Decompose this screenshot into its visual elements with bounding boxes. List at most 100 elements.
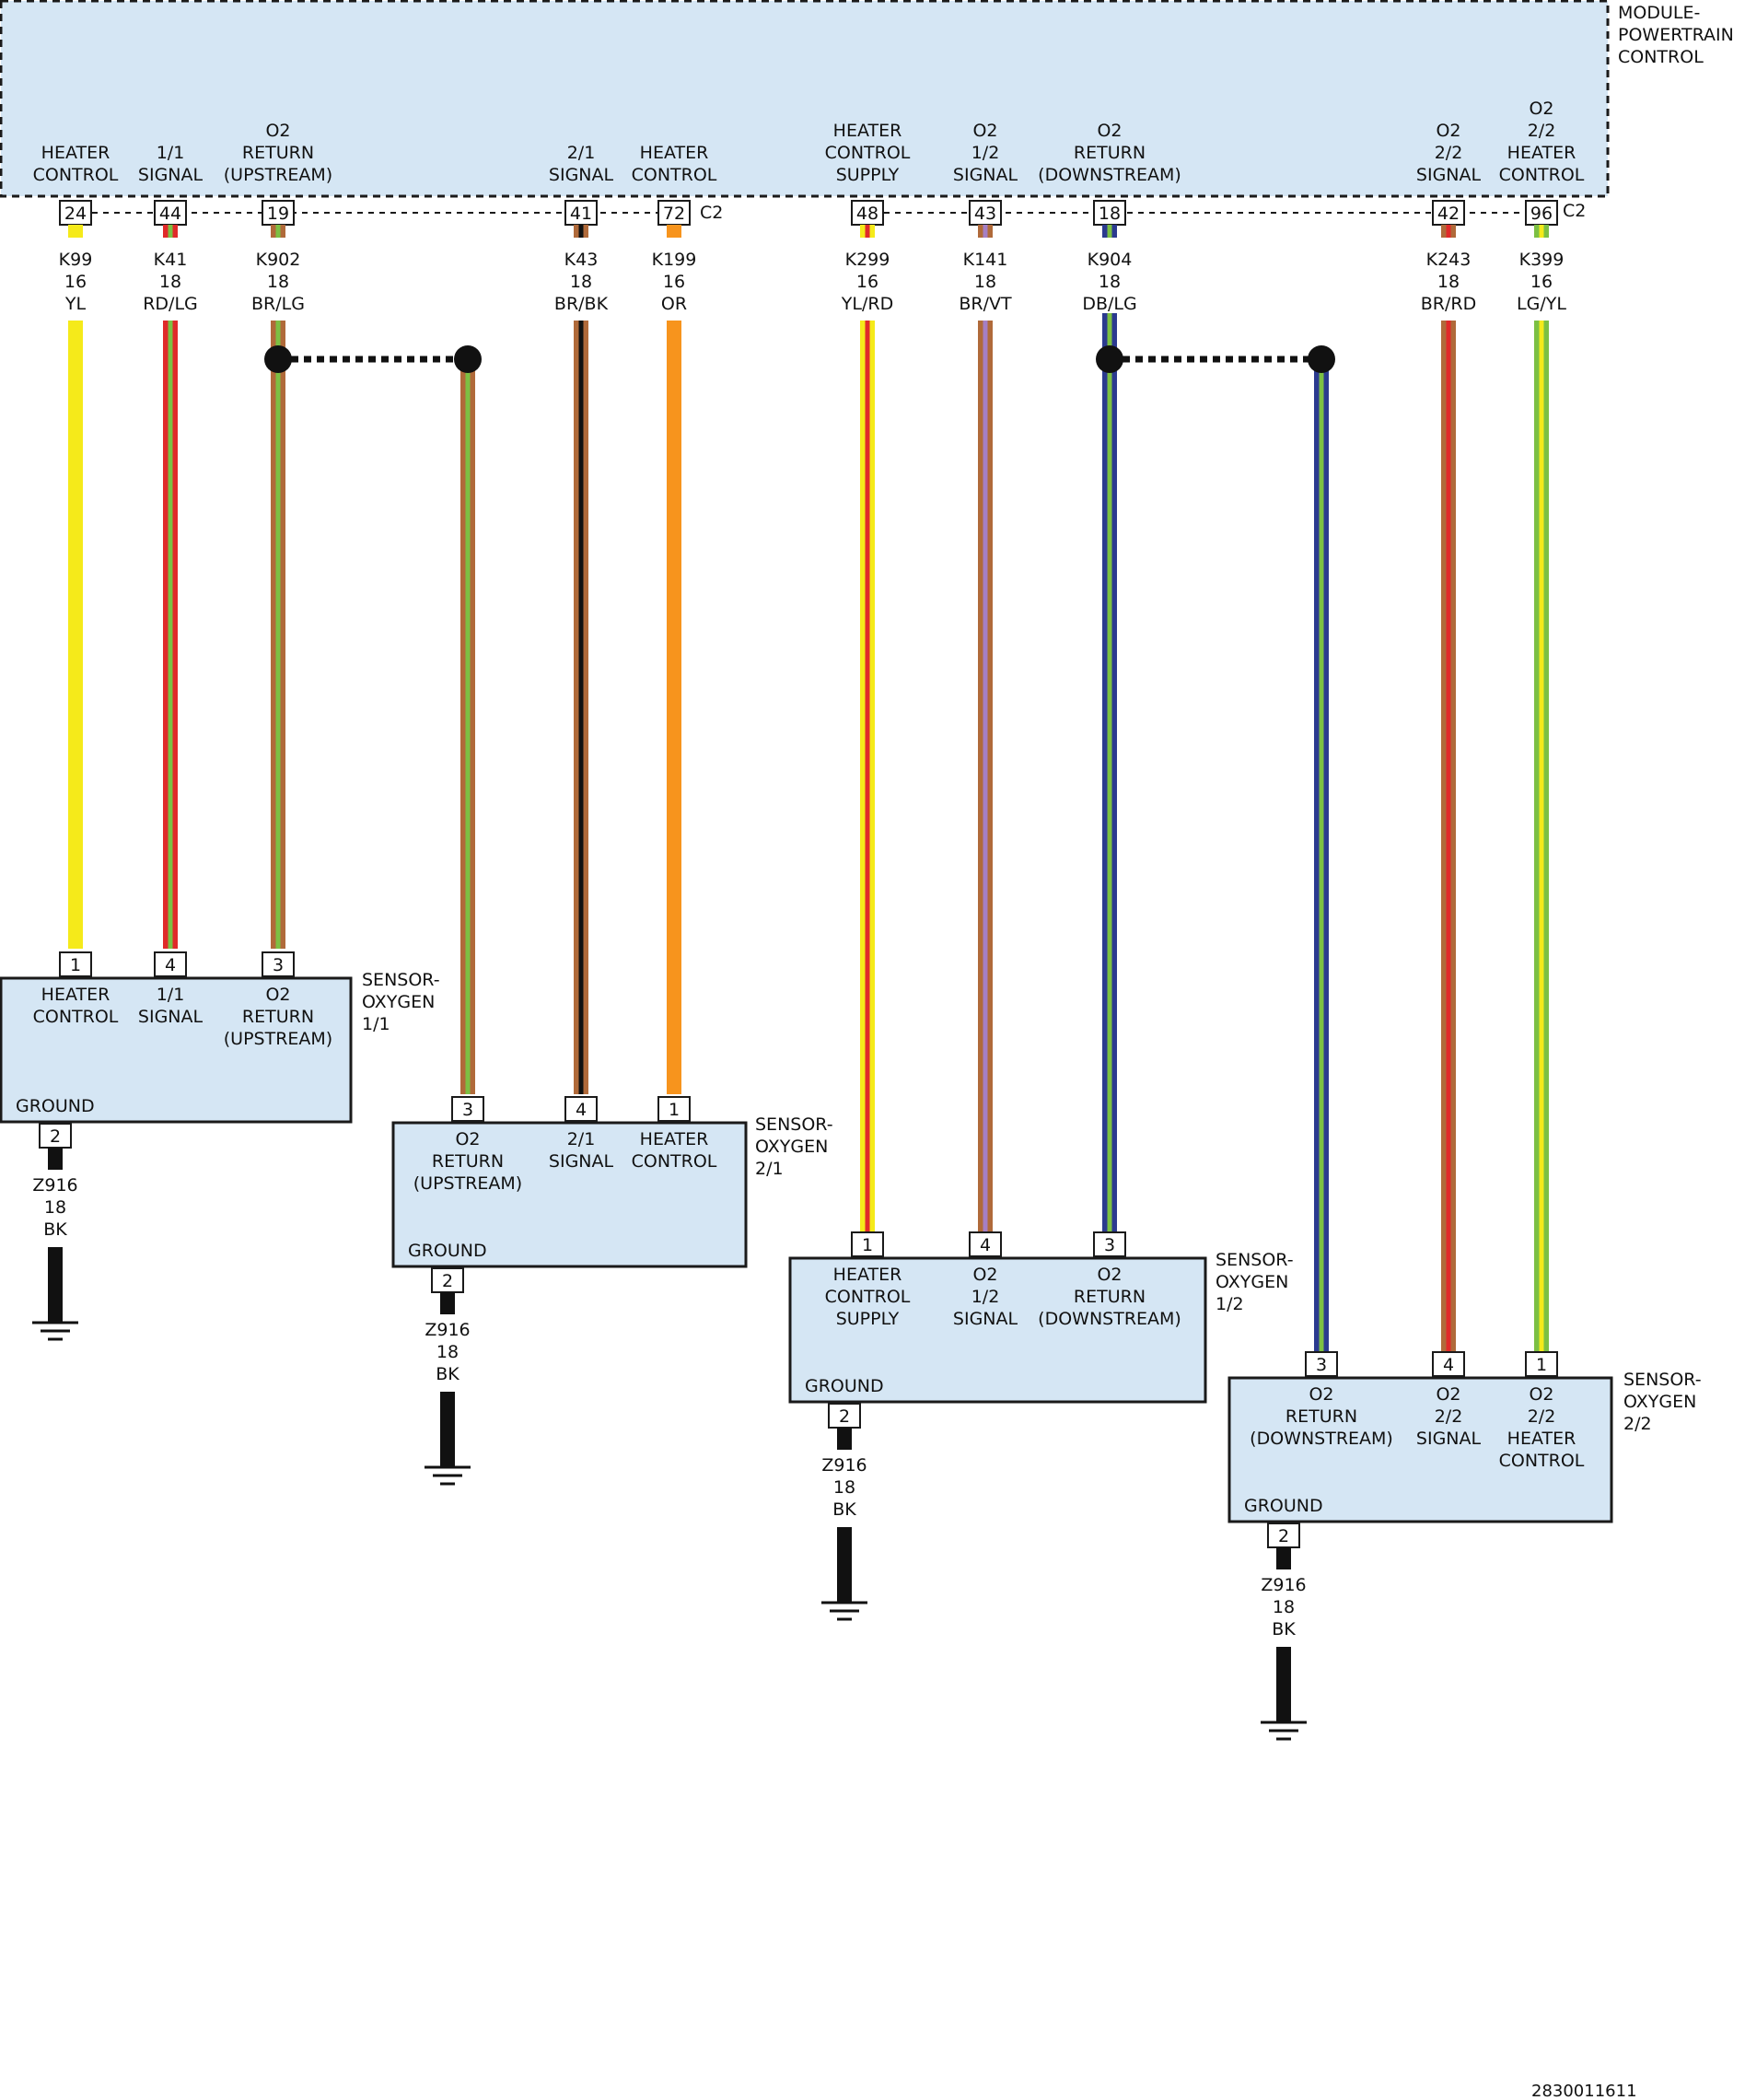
- pcm-pin-44-box: [154, 200, 187, 226]
- pcm-connector-label-2: C2: [1563, 201, 1586, 221]
- sensor-pin-4: 4: [980, 1235, 991, 1255]
- sensor-pin-4-box: [154, 951, 187, 977]
- sensor-ground-label: GROUND: [408, 1241, 487, 1261]
- sensor-pin-3-box: [451, 1096, 484, 1122]
- sensor-pin-4-box: [1432, 1351, 1465, 1377]
- sensor-ground-label: GROUND: [16, 1096, 95, 1116]
- sensor-pin-3: 3: [1316, 1355, 1327, 1375]
- sensor-pin-1: 1: [862, 1235, 873, 1255]
- sensor-box: [788, 1256, 1207, 1404]
- ground-pin-4-box: [1267, 1522, 1300, 1548]
- pcm-pin-42: 42: [1437, 204, 1460, 224]
- pcm-pin-42-box: [1432, 200, 1465, 226]
- sensor-pin-4-box: [969, 1231, 1002, 1257]
- pcm-pin-43-box: [969, 200, 1002, 226]
- sensor-pin-4-box: [564, 1096, 598, 1122]
- sensor-pin-1-box: [59, 951, 92, 977]
- splice-dot-a-0: [264, 345, 292, 373]
- wire-layer: [68, 225, 1549, 1359]
- ground-pin-3: 2: [839, 1406, 850, 1427]
- ground-symbol-icon: [1261, 1721, 1307, 1741]
- pcm-pin-48: 48: [856, 204, 878, 224]
- pcm-pin-72: 72: [663, 204, 685, 224]
- ground-pin-1: 2: [50, 1126, 61, 1147]
- sensor-box: [391, 1121, 748, 1268]
- pcm-pin-18-box: [1093, 200, 1126, 226]
- splice-dot-a-1: [1096, 345, 1123, 373]
- sensor-ground-label: GROUND: [1244, 1496, 1323, 1516]
- ground-pin-4: 2: [1278, 1526, 1289, 1546]
- ground-symbol-icon: [821, 1601, 867, 1621]
- pcm-pin-43: 43: [974, 204, 996, 224]
- sensor-pin-3: 3: [462, 1100, 473, 1120]
- pcm-pin-44: 44: [159, 204, 181, 224]
- ground-symbol-icon: [32, 1321, 78, 1341]
- sensor-pin-1-box: [1525, 1351, 1558, 1377]
- sensor-pin-4: 4: [1443, 1355, 1454, 1375]
- sensor-pin-3: 3: [1104, 1235, 1115, 1255]
- pcm-pin-19: 19: [267, 204, 289, 224]
- pcm-pin-96: 96: [1530, 204, 1553, 224]
- pcm-connector-label: C2: [700, 203, 723, 223]
- pcm-pin-18: 18: [1099, 204, 1121, 224]
- sensor-pin-3: 3: [273, 955, 284, 975]
- splice-layer: [264, 345, 1335, 373]
- pcm-pin-72-box: [657, 200, 691, 226]
- figure-id: 2830011611: [1531, 2082, 1637, 2100]
- pcm-pin-41: 41: [570, 204, 592, 224]
- pcm-box: [0, 0, 1610, 198]
- sensor-box: [1227, 1376, 1613, 1523]
- pcm-pin-19-box: [262, 200, 295, 226]
- sensor-pin-3-box: [1093, 1231, 1126, 1257]
- sensor-box: [0, 976, 353, 1124]
- pcm-pin-48-box: [851, 200, 884, 226]
- ground-pin-1-box: [39, 1123, 72, 1149]
- ground-pin-3-box: [828, 1403, 861, 1429]
- sensor-pin-4: 4: [165, 955, 176, 975]
- pcm-pin-24: 24: [64, 204, 87, 224]
- ground-pin-2: 2: [442, 1271, 453, 1291]
- sensor-pin-1: 1: [70, 955, 81, 975]
- splice-dot-b-1: [1308, 345, 1335, 373]
- sensor-pin-1-box: [851, 1231, 884, 1257]
- ground-symbol-icon: [425, 1465, 471, 1486]
- splice-dot-b-0: [454, 345, 482, 373]
